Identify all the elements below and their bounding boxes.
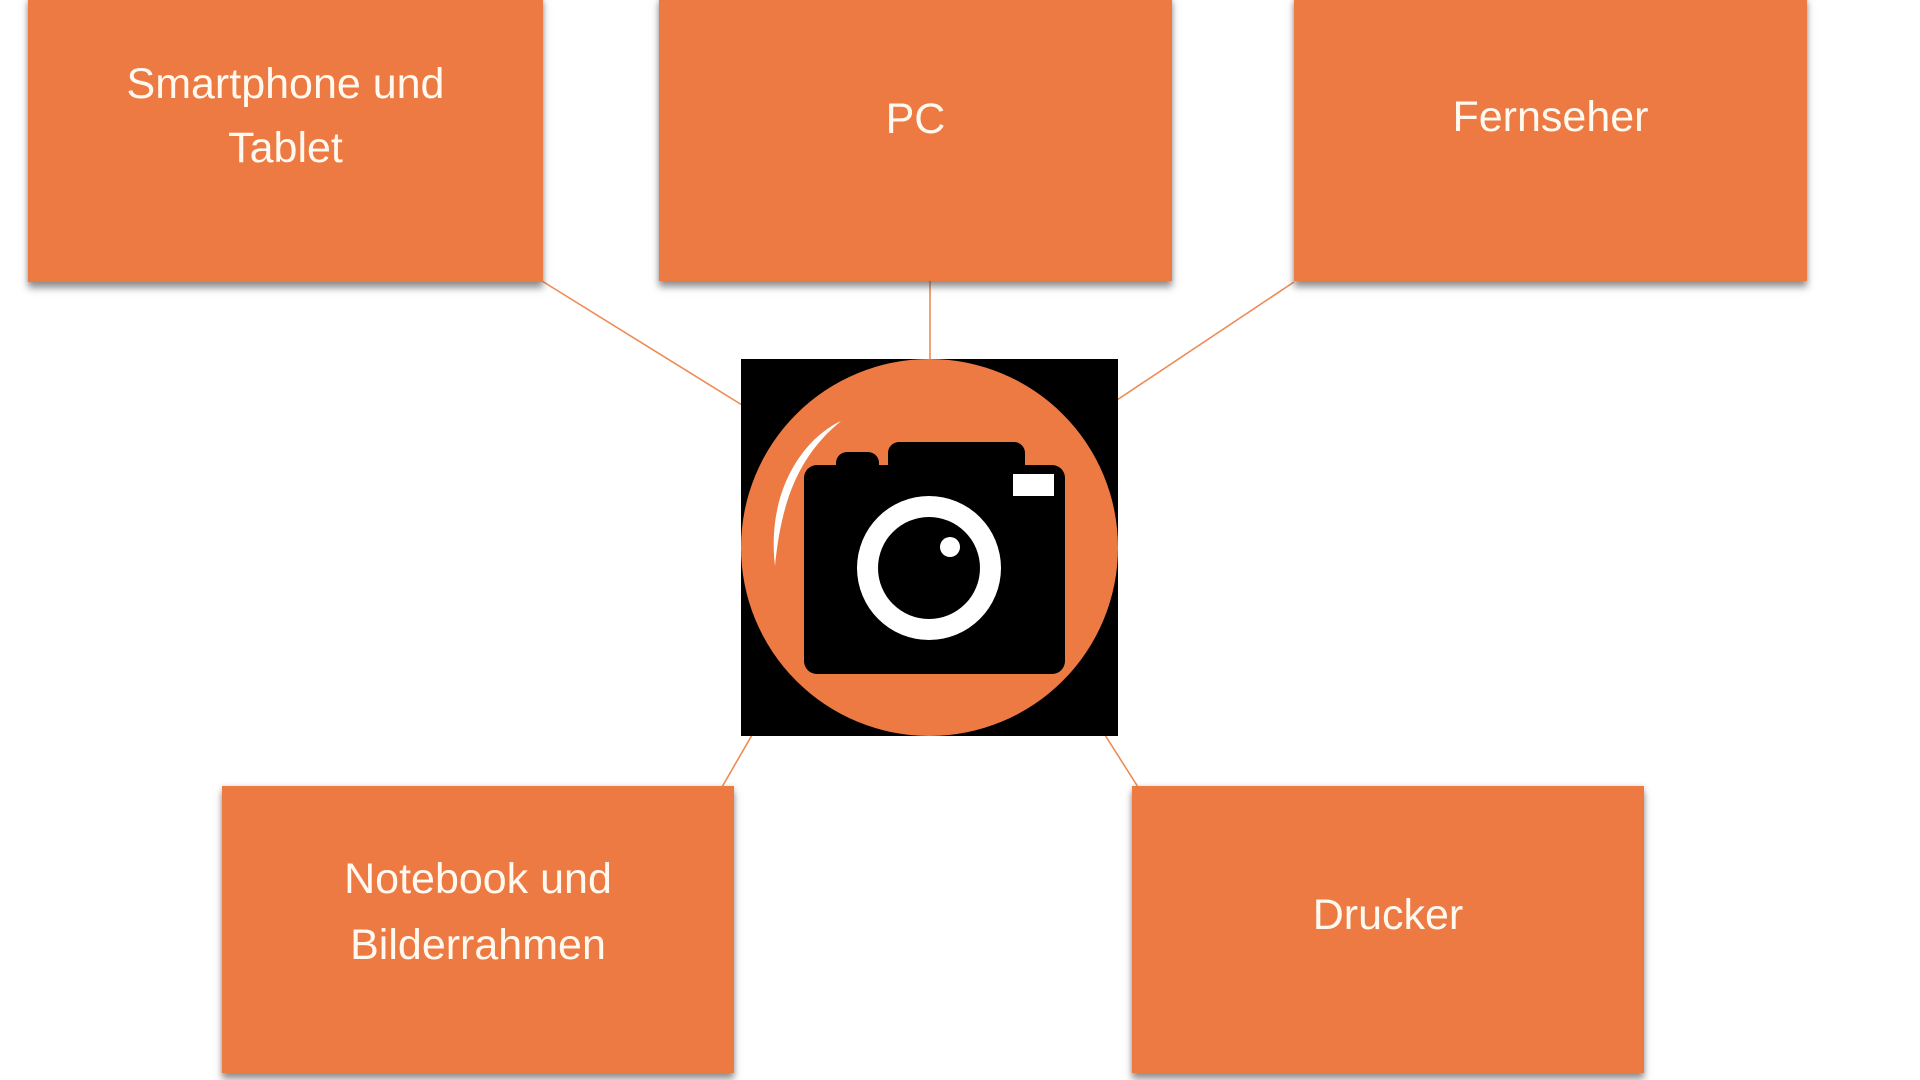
node-label: Smartphone und Tablet [28,52,543,180]
node-notebook-bilderrahmen[interactable]: Notebook und Bilderrahmen [222,786,734,1073]
node-pc[interactable]: PC [659,0,1172,281]
node-fernseher[interactable]: Fernseher [1294,0,1807,281]
node-label-line: Tablet [228,123,343,172]
node-label-line: Notebook und [344,854,612,903]
connector-printer [1104,734,1139,788]
camera-icon [741,359,1118,736]
node-label: Fernseher [1294,85,1807,149]
node-label-line: Fernseher [1452,92,1649,141]
camera-lens [878,517,980,619]
connector-smartphone [541,280,743,406]
camera-lens-reflection [940,537,960,557]
glare-highlight-icon [773,421,841,566]
node-label-line: Smartphone und [126,59,445,108]
node-label-line: Bilderrahmen [350,920,606,969]
node-label: Notebook und Bilderrahmen [222,846,734,978]
camera-flash-glyph [1013,474,1054,496]
connector-notebook [721,734,753,788]
node-smartphone-tablet[interactable]: Smartphone und Tablet [28,0,543,282]
node-label-line: PC [885,94,946,143]
connector-tv [1116,281,1295,401]
node-drucker[interactable]: Drucker [1132,786,1644,1073]
node-label: PC [659,87,1172,151]
center-camera[interactable] [741,359,1118,736]
node-label-line: Drucker [1312,890,1464,939]
node-label: Drucker [1132,883,1644,947]
